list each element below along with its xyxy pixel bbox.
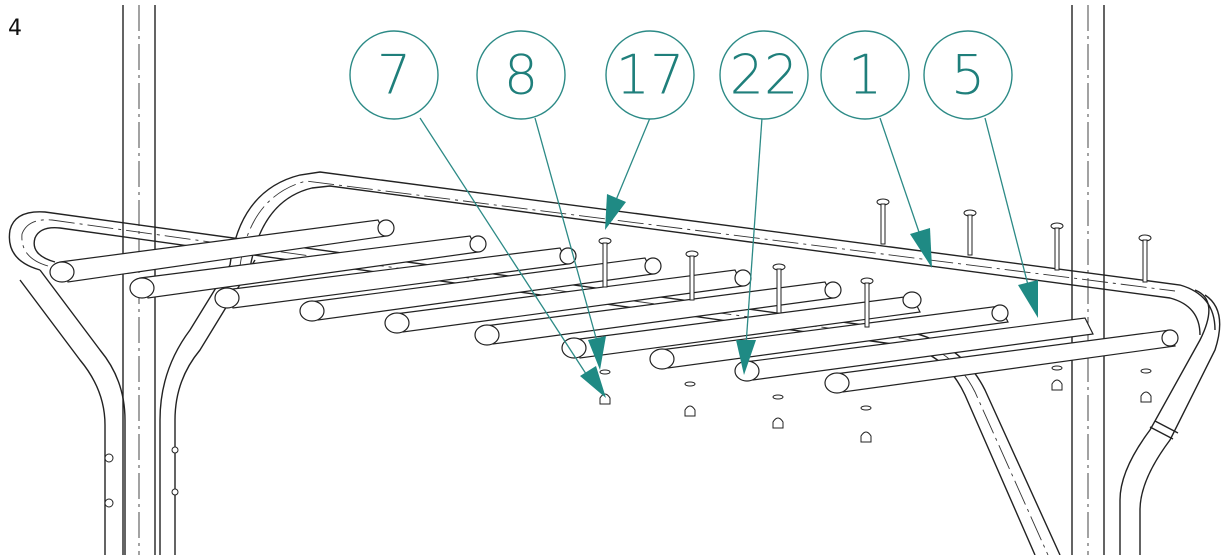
leader-1 — [879, 117, 921, 236]
arrowhead-8 — [588, 336, 606, 370]
rung — [824, 329, 1179, 394]
bolt — [963, 209, 977, 256]
nuts-and-washers — [599, 365, 1152, 443]
leader-22 — [745, 117, 763, 346]
bolt — [1050, 222, 1064, 271]
callout-8: 8 — [476, 30, 566, 120]
arrowhead-22 — [736, 340, 756, 375]
rung — [734, 317, 1094, 382]
callout-label: 17 — [616, 44, 685, 107]
arrowhead-5 — [1018, 280, 1038, 318]
callout-22: 22 — [719, 30, 809, 120]
callout-17: 17 — [605, 30, 695, 120]
callout-5: 5 — [923, 30, 1013, 120]
bolt — [1138, 234, 1152, 283]
leader-17 — [615, 117, 651, 201]
rung — [561, 291, 922, 359]
callout-label: 22 — [730, 44, 799, 107]
bolt — [876, 198, 890, 245]
callout-7: 7 — [349, 30, 439, 120]
rung — [129, 235, 487, 299]
carriage-bolts — [598, 198, 1152, 328]
callout-label: 1 — [848, 44, 882, 107]
rung — [299, 257, 662, 322]
leader-lines — [419, 117, 1038, 398]
callout-label: 5 — [951, 44, 985, 107]
rungs — [49, 219, 1179, 394]
rung — [49, 219, 395, 283]
rung — [474, 281, 842, 346]
callout-label: 7 — [377, 44, 411, 107]
bolt — [772, 263, 786, 314]
rung — [214, 247, 577, 309]
step-number: 4 — [8, 16, 22, 41]
rung — [384, 269, 752, 334]
arrowhead-17 — [605, 194, 626, 230]
arrowhead-1 — [910, 228, 932, 268]
bolt — [860, 277, 874, 328]
arrowhead-7 — [580, 366, 606, 398]
bolt — [598, 237, 612, 288]
callout-1: 1 — [820, 30, 910, 120]
bolt — [685, 250, 699, 301]
leader-7 — [419, 117, 591, 381]
callout-label: 8 — [504, 44, 538, 107]
leader-5 — [984, 117, 1029, 286]
leader-8 — [534, 117, 599, 346]
